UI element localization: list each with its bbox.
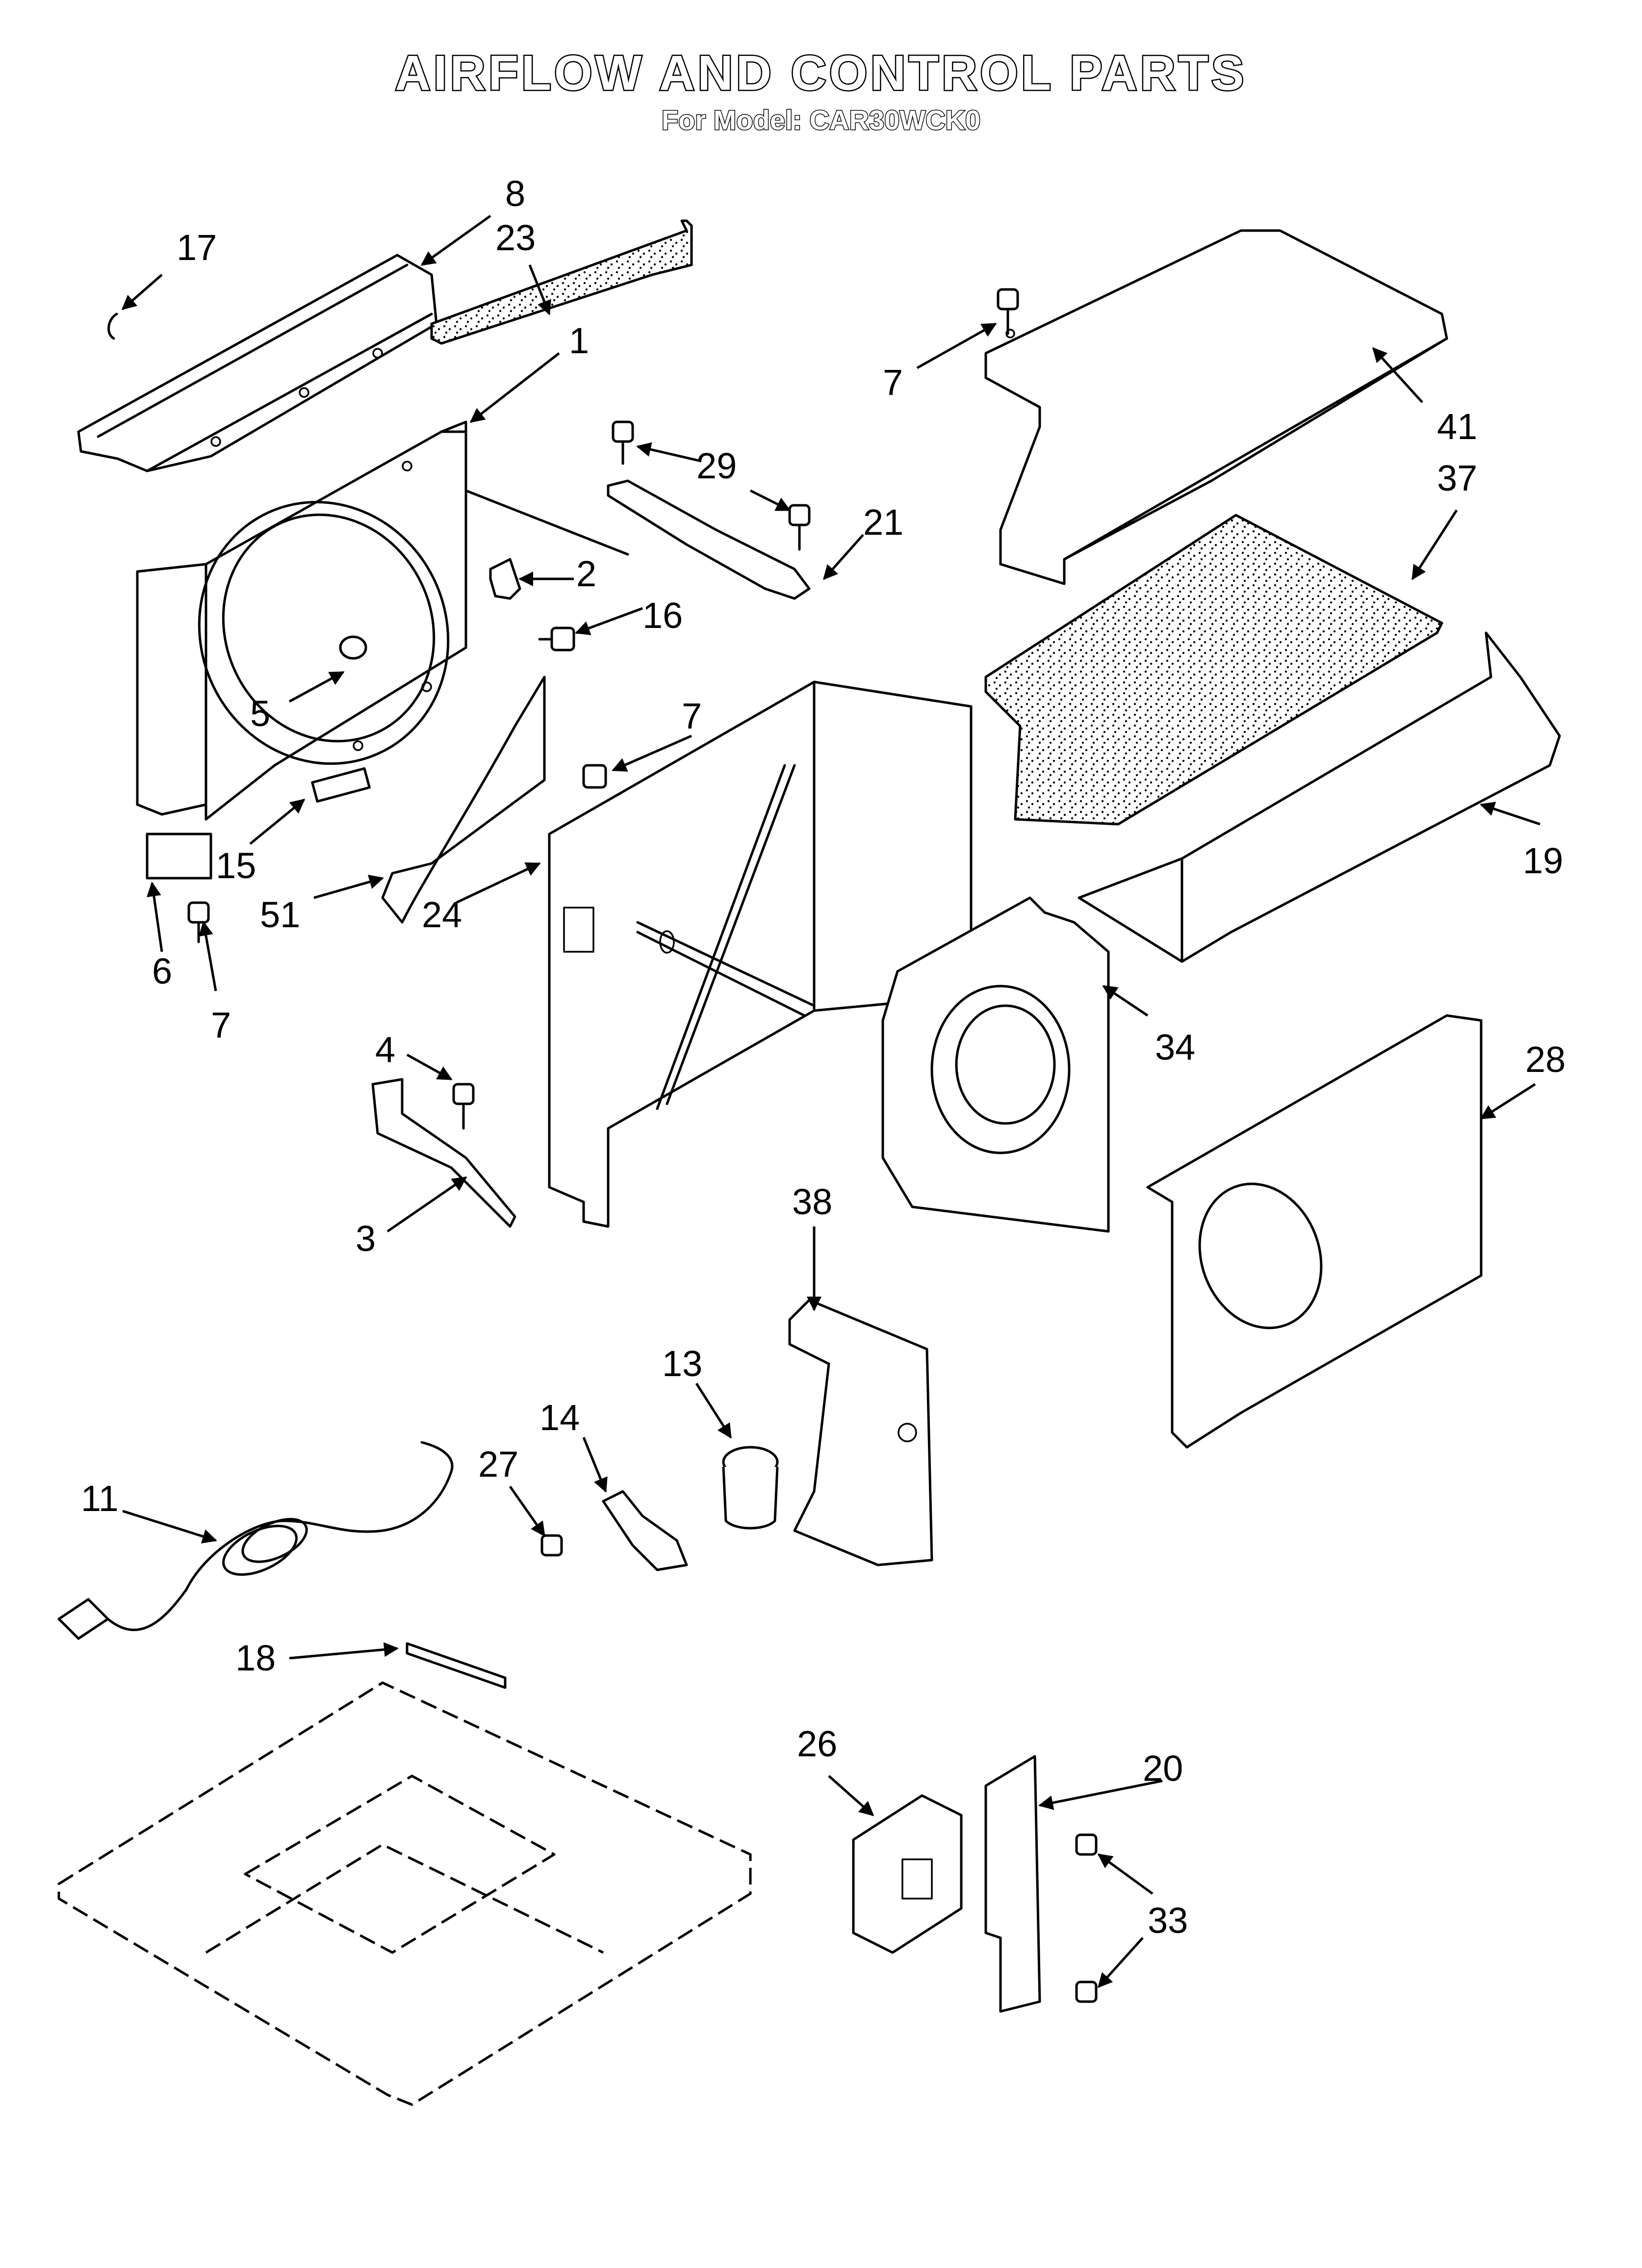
callout-8: 8 [505,173,525,214]
part-37-filter [984,514,1443,826]
callout-2: 2 [576,553,596,594]
callout-18: 18 [235,1638,276,1678]
part-1-fan-shroud [136,420,629,821]
part-7-screw-c [997,288,1019,335]
callout-7-plate: 7 [211,1005,231,1045]
callout-7-cover: 7 [883,362,903,403]
callout-37: 37 [1437,458,1477,498]
part-26-control-box [852,1794,963,1954]
part-6-plate [146,833,212,880]
callout-5: 5 [250,693,270,734]
callout-4: 4 [375,1029,395,1070]
callout-41: 41 [1437,406,1477,447]
part-7-screw-a [582,764,607,789]
callout-7-fan: 7 [682,696,702,736]
part-4-screw [452,1083,475,1130]
callout-13: 13 [662,1343,702,1384]
part-38-control-bracket [788,1299,933,1566]
callout-26: 26 [797,1723,837,1764]
callout-51: 51 [260,894,300,935]
part-3-bracket [371,1078,516,1228]
part-19-shelf [1078,631,1561,963]
callout-11: 11 [81,1478,119,1519]
part-41-top-cover [984,229,1448,585]
callout-leaders [121,214,1540,1988]
part-2-clip [489,558,521,600]
part-5-hub [339,635,367,660]
part-14-strap [602,1490,688,1571]
part-18-cable-tie [406,1642,507,1689]
callout-33: 33 [1148,1900,1188,1941]
part-23-foam-strip [430,219,693,345]
part-11-power-cord [57,1441,454,1640]
part-17-clip [107,313,118,340]
callout-1: 1 [569,320,589,361]
callout-23: 23 [495,217,536,258]
part-29-screw-b [788,504,811,551]
callout-6: 6 [152,951,172,991]
callout-27: 27 [478,1444,518,1485]
callout-3: 3 [356,1218,376,1259]
part-33-screw-b [1075,1981,1098,2003]
callout-17: 17 [177,227,217,268]
callout-24: 24 [422,894,462,935]
callout-21: 21 [863,502,903,543]
callout-19: 19 [1523,840,1563,881]
callout-34: 34 [1155,1027,1195,1068]
callout-29: 29 [696,445,737,486]
callout-20: 20 [1143,1748,1183,1789]
part-21-bracket [607,479,811,600]
part-34-scroll [881,896,1110,1233]
part-51-air-deflector [381,676,546,924]
callout-14: 14 [539,1397,580,1438]
part-8-top-panel [77,254,438,472]
part-16-screw [538,626,575,652]
model-subtitle: For Model: CAR30WCK0 [661,104,981,136]
callout-16: 16 [642,595,683,636]
page-title: AIRFLOW AND CONTROL PARTS [394,45,1247,102]
base-pan [57,1681,752,2106]
part-15-pad [311,767,371,803]
part-24-bulkhead [548,680,973,1228]
callout-15: 15 [216,845,256,886]
part-33-screw-a [1075,1833,1098,1856]
callout-38: 38 [792,1181,832,1222]
part-20-bracket [984,1755,1041,2013]
part-13-capacitor [722,1446,779,1530]
callout-28: 28 [1525,1039,1565,1080]
part-29-screw-a [612,420,634,465]
part-27-screw [540,1534,563,1557]
part-28-orifice-panel [1146,1014,1483,1449]
